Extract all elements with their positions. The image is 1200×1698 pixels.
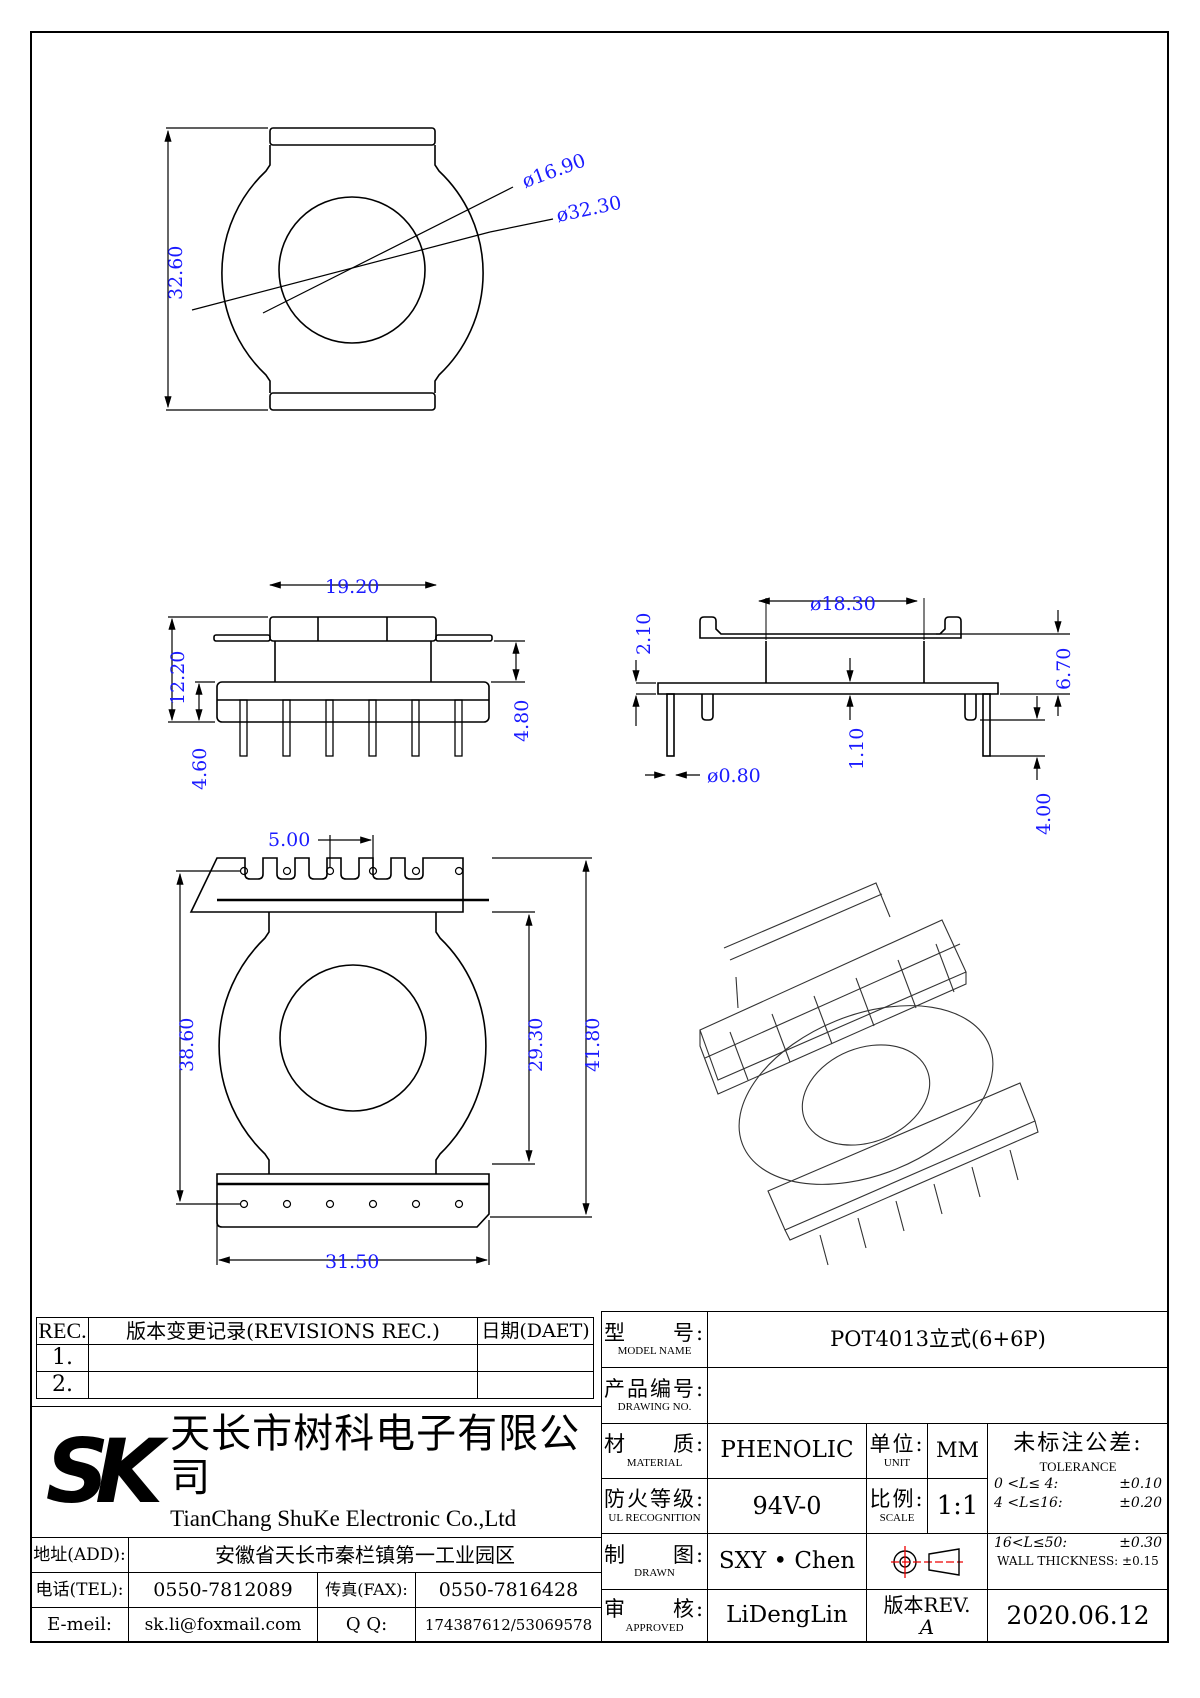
rev-row-2-rec: 2. xyxy=(36,1371,89,1399)
address-value: 安徽省天长市秦栏镇第一工业园区 xyxy=(128,1537,602,1573)
dim-top-flange: 2.10 xyxy=(633,613,655,655)
unit-value: MM xyxy=(927,1423,988,1479)
bottom-view xyxy=(176,835,592,1265)
qq-label: Q Q: xyxy=(317,1607,416,1643)
tolerance-block-lower: 16<L≤50:±0.30 WALL THICKNESS: ±0.15 xyxy=(987,1533,1169,1590)
approved-value: LiDengLin xyxy=(707,1589,867,1643)
dim-total-length: 41.80 xyxy=(582,1018,604,1072)
drawing-no-label: 产品编号:DRAWING NO. xyxy=(601,1367,708,1424)
dim-top-height: 32.60 xyxy=(165,246,187,300)
company-name-cn: 天长市树科电子有限公司 xyxy=(170,1411,581,1502)
company-logo: SK xyxy=(45,1419,164,1523)
top-view xyxy=(164,127,554,411)
tolerance-row: 0 <L≤ 4:±0.10 xyxy=(994,1476,1162,1493)
unit-label: 单位:UNIT xyxy=(866,1423,928,1479)
dim-pin-length: 4.00 xyxy=(1033,793,1055,835)
dim-pitch: 5.00 xyxy=(268,829,310,851)
tel-label: 电话(TEL): xyxy=(30,1572,129,1608)
fax-value: 0550-7816428 xyxy=(415,1572,602,1608)
address-label: 地址(ADD): xyxy=(30,1537,129,1573)
tolerance-row: 16<L≤50:±0.30 xyxy=(994,1535,1162,1551)
side-view xyxy=(632,597,1070,780)
dim-bottom-width: 31.50 xyxy=(325,1251,379,1273)
company-block: SK 天长市树科电子有限公司 TianChang ShuKe Electroni… xyxy=(30,1406,602,1538)
qq-value: 174387612/53069578 xyxy=(415,1607,602,1643)
dim-inner-dia: ø16.90 xyxy=(519,150,588,193)
drawn-value: SXY • Chen xyxy=(707,1533,867,1590)
projection-symbol xyxy=(866,1533,988,1590)
rev-row-1-date[interactable] xyxy=(477,1344,594,1372)
fax-label: 传真(FAX): xyxy=(317,1572,416,1608)
rev-row-2-date[interactable] xyxy=(477,1371,594,1399)
email-value[interactable]: sk.li@foxmail.com xyxy=(128,1607,318,1643)
third-angle-projection-icon xyxy=(891,1545,963,1578)
rev-header-rec: REC. xyxy=(36,1317,89,1345)
drawn-label: 制 图:DRAWN xyxy=(601,1533,708,1590)
dim-pin-dia: ø0.80 xyxy=(707,765,761,787)
ul-value: 94V-0 xyxy=(707,1478,867,1534)
isometric-view xyxy=(699,882,1039,1266)
dim-side-height: 6.70 xyxy=(1053,648,1075,690)
material-value: PHENOLIC xyxy=(707,1423,867,1479)
dim-front-gap: 4.80 xyxy=(511,700,533,742)
date-value: 2020.06.12 xyxy=(987,1589,1169,1643)
dim-front-height: 12.20 xyxy=(167,651,189,705)
front-view xyxy=(168,581,525,757)
rev-row-2-desc[interactable] xyxy=(88,1371,478,1399)
dim-front-base: 4.60 xyxy=(189,748,211,790)
dim-inner-span: 29.30 xyxy=(525,1018,547,1072)
dim-pin-span: 38.60 xyxy=(176,1018,198,1072)
technical-drawing: 32.60 ø16.90 ø32.30 19.20 12.20 4.60 4.8… xyxy=(164,127,1075,1273)
scale-value: 1:1 xyxy=(927,1478,988,1534)
rev-row-1-desc[interactable] xyxy=(88,1344,478,1372)
dim-front-width: 19.20 xyxy=(325,576,379,598)
tolerance-title-en: TOLERANCE xyxy=(1039,1459,1117,1475)
email-label: E-meil: xyxy=(30,1607,129,1643)
tolerance-row: 4 <L≤16:±0.20 xyxy=(994,1494,1162,1511)
model-label: 型 号:MODEL NAME xyxy=(601,1311,708,1368)
approved-label: 审 核:APPROVED xyxy=(601,1589,708,1643)
wall-thickness: WALL THICKNESS: ±0.15 xyxy=(997,1554,1159,1569)
ul-label: 防火等级:UL RECOGNITION xyxy=(601,1478,708,1534)
rev-row-1-rec: 1. xyxy=(36,1344,89,1372)
rev-header-desc: 版本变更记录(REVISIONS REC.) xyxy=(88,1317,478,1345)
dim-outer-dia: ø32.30 xyxy=(554,192,623,227)
company-name-en: TianChang ShuKe Electronic Co.,Ltd xyxy=(170,1506,517,1532)
scale-label: 比例:SCALE xyxy=(866,1478,928,1534)
material-label: 材 质:MATERIAL xyxy=(601,1423,708,1479)
tel-value: 0550-7812089 xyxy=(128,1572,318,1608)
dim-core-dia: ø18.30 xyxy=(810,593,876,615)
model-value: POT4013立式(6+6P) xyxy=(707,1311,1169,1368)
drawing-no-value xyxy=(707,1367,1169,1424)
tolerance-title: 未标注公差: xyxy=(1013,1431,1143,1456)
revision-cell: 版本REV.A xyxy=(866,1589,988,1643)
tolerance-block: 未标注公差: TOLERANCE 0 <L≤ 4:±0.10 4 <L≤16:±… xyxy=(987,1423,1169,1534)
dim-wall: 1.10 xyxy=(846,728,868,770)
rev-header-date: 日期(DAET) xyxy=(477,1317,594,1345)
